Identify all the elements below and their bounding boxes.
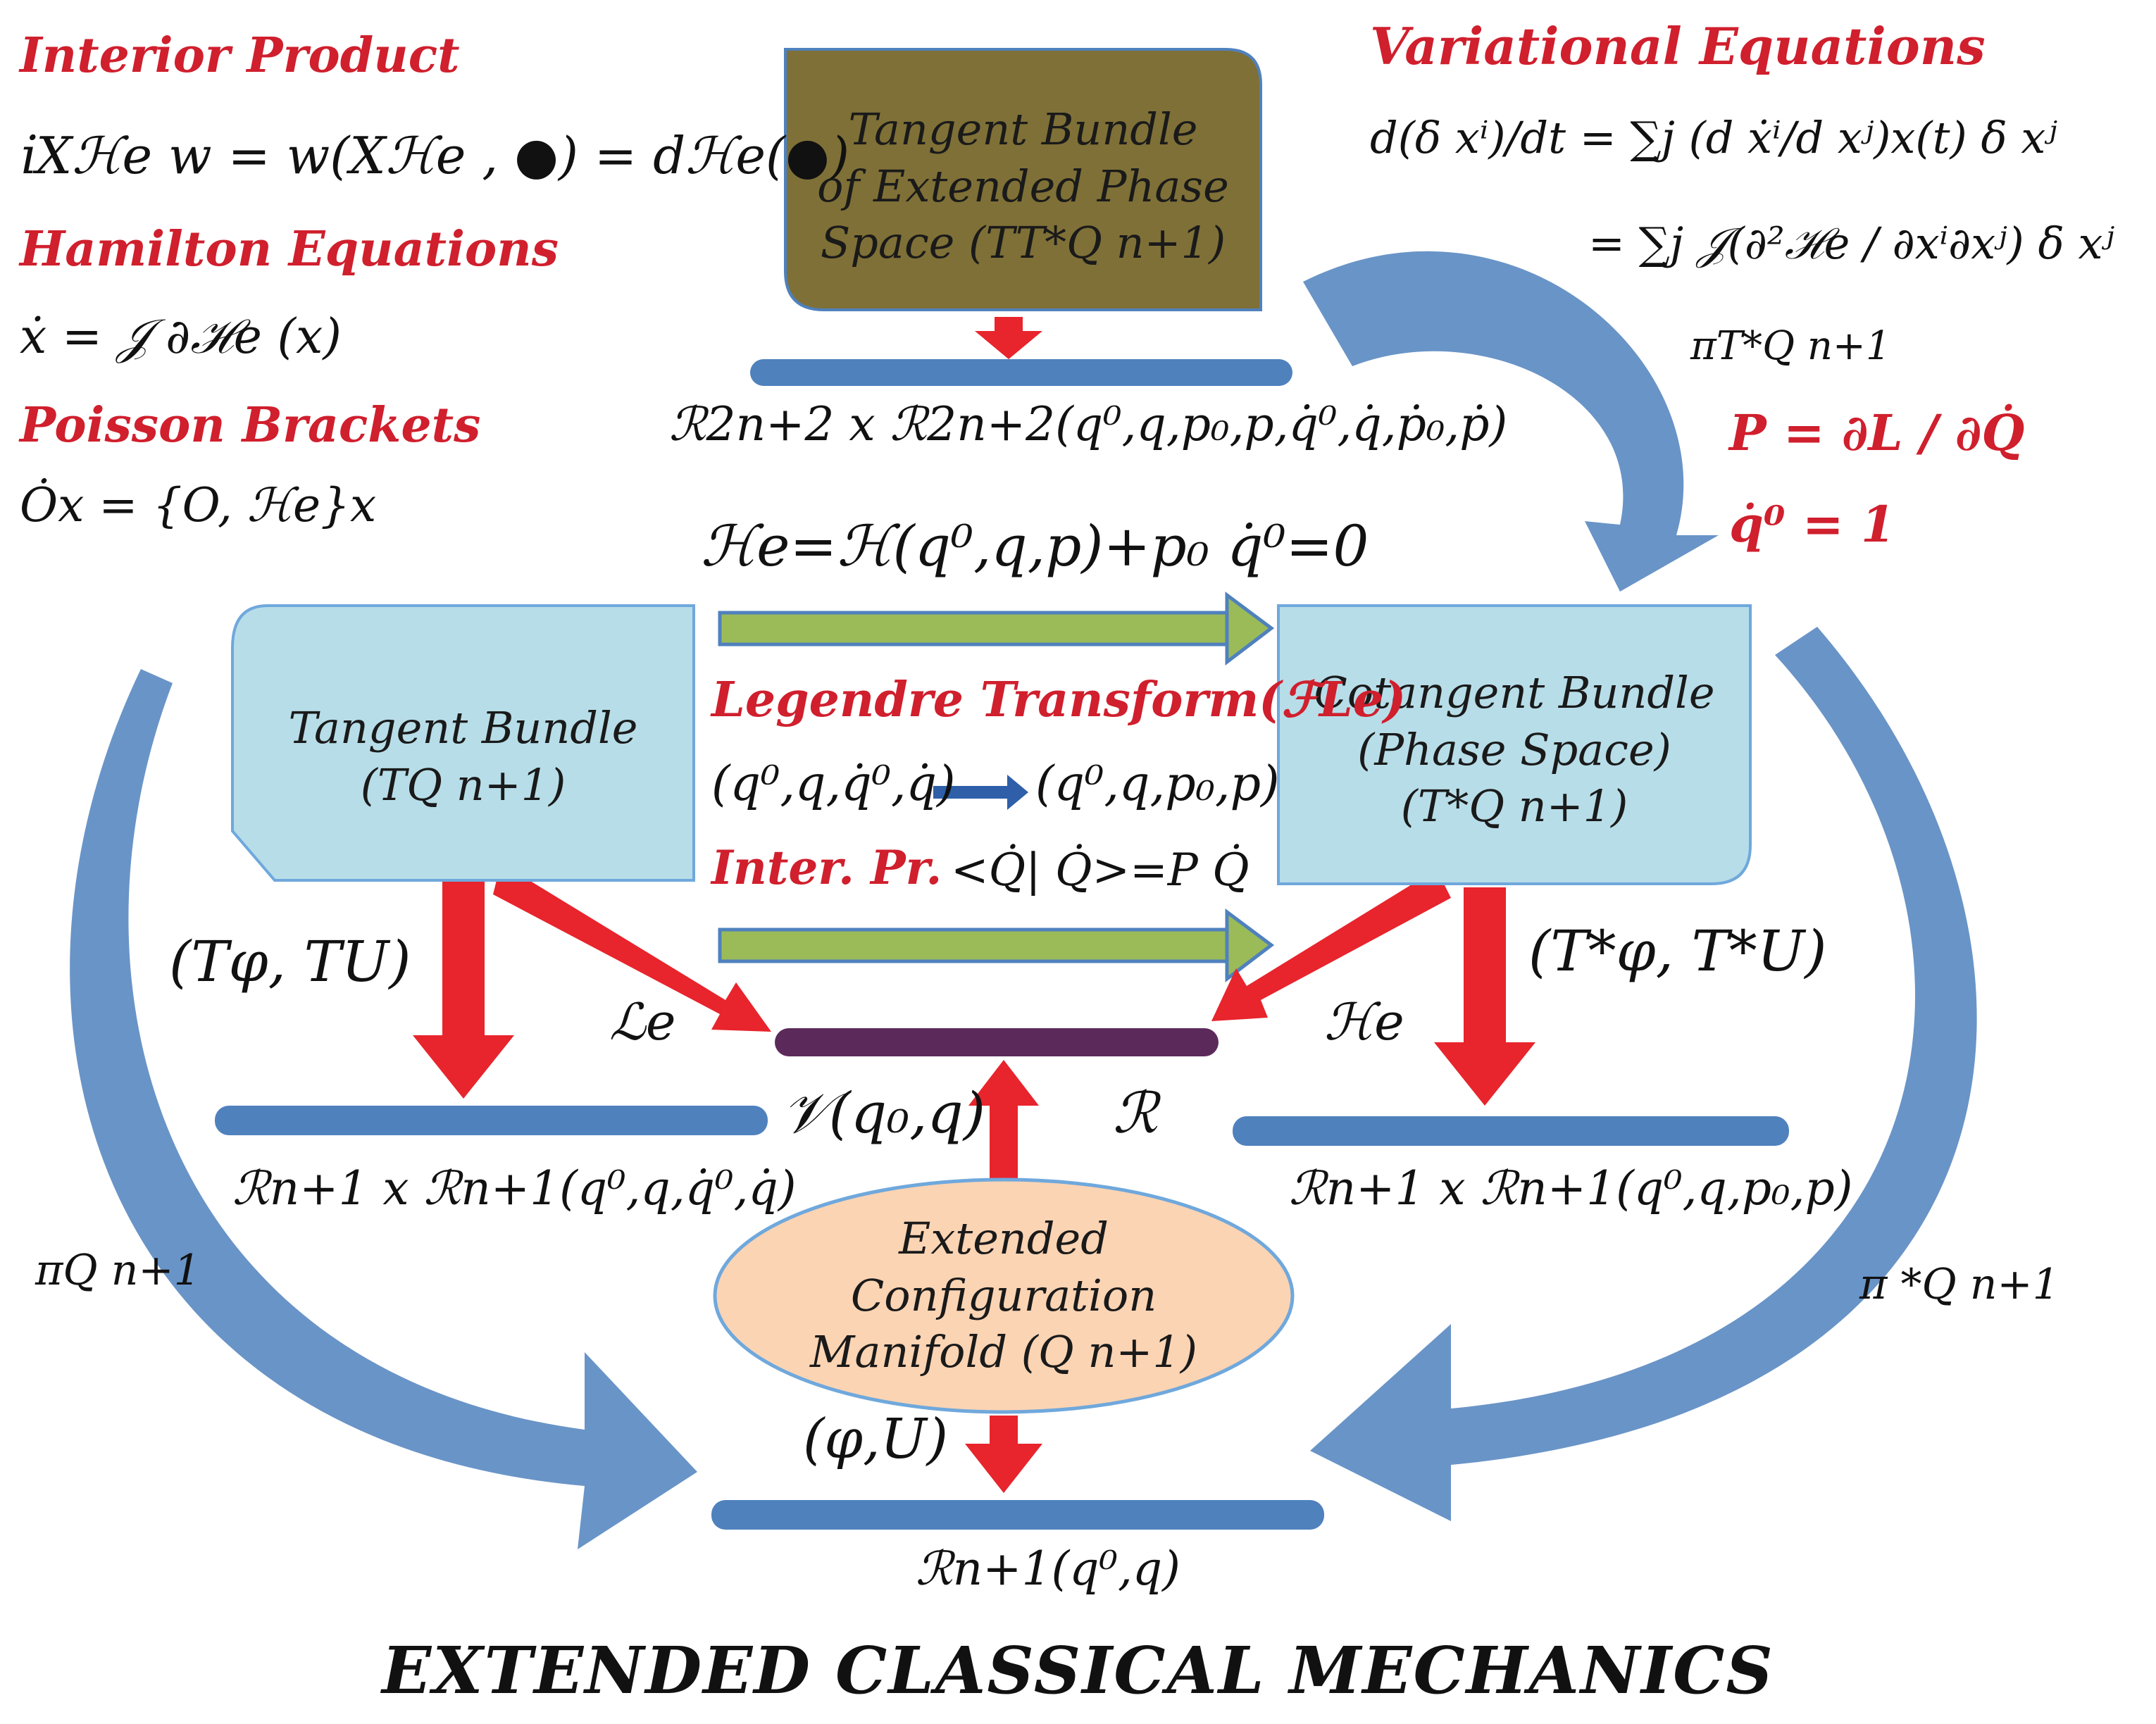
- purple-bar: [775, 1028, 1219, 1056]
- left-bar-space-label: ℛn+1 x ℛn+1(q⁰,q,q̇⁰,q̇): [232, 1161, 797, 1216]
- tangent-bundle-extended-line1: Tangent Bundle: [848, 104, 1198, 156]
- t-phi-label: (Tφ, TU): [169, 929, 411, 994]
- top-bar-space-label: ℛ2n+2 x ℛ2n+2(q⁰,q,p₀,p,q̇⁰,q̇,ṗ₀,ṗ): [669, 397, 1508, 451]
- cotangent-bundle-shape: [1277, 604, 1752, 885]
- poisson-equation: Ȯx = {O, ℋe}x: [20, 478, 377, 532]
- legendre-left-coords: (q⁰,q,q̇⁰,q̇): [711, 756, 956, 812]
- extended-config-ellipse: [713, 1178, 1295, 1414]
- tangent-bundle-shape: [231, 604, 695, 882]
- extended-configuration-box: Extended Configuration Manifold (Q n+1): [715, 1187, 1292, 1405]
- tangent-bundle-extended-line3: Space (TT*Q n+1): [820, 217, 1226, 269]
- cotangent-bundle-line2: (Phase Space): [1357, 723, 1671, 775]
- p-equation: P = ∂L / ∂Q̇: [1729, 404, 2025, 462]
- curved-arrow-right: [1310, 627, 1977, 1521]
- pi-q-label: πQ n+1: [35, 1246, 201, 1295]
- top-blue-bar: [750, 359, 1292, 386]
- left-blue-bar: [215, 1106, 768, 1135]
- curved-arrow-left: [70, 669, 697, 1549]
- red-arrow-up: [968, 1060, 1039, 1190]
- olive-box-shape: [784, 48, 1262, 311]
- tangent-bundle-extended-line2: of Extended Phase: [817, 160, 1229, 212]
- bottom-blue-bar: [711, 1500, 1324, 1530]
- cotangent-bundle-line3: (T*Q n+1): [1400, 780, 1628, 832]
- right-blue-bar: [1233, 1116, 1789, 1146]
- hamilton-equations-title: Hamilton Equations: [20, 221, 559, 277]
- red-arrow-bottom: [965, 1416, 1042, 1493]
- interior-product-title: Interior Product: [20, 27, 460, 84]
- legendre-right-coords: (q⁰,q,p₀,p): [1035, 756, 1280, 812]
- tangent-bundle-line2: (TQ n+1): [360, 759, 566, 811]
- variational-equation-line2: = ∑j 𝒥(∂²ℋe / ∂xⁱ∂xʲ) δ xʲ: [1588, 218, 2114, 269]
- phi-u-label: (φ,U): [803, 1408, 949, 1471]
- red-arrow-diag-left: [493, 873, 771, 1032]
- poisson-brackets-title: Poisson Brackets: [20, 397, 481, 454]
- inter-pr-equation: <Q̇| Q̇>=P Q̇: [951, 844, 1250, 897]
- bottom-bar-space-label: ℛn+1(q⁰,q): [916, 1542, 1180, 1596]
- legendre-transform-title: Legendre Transform(ℱLe): [711, 672, 1407, 728]
- main-title: EXTENDED CLASSICAL MECHANICS: [382, 1632, 1774, 1709]
- variational-equation-line1: d(δ xⁱ)/dt = ∑j (d ẋⁱ/d xʲ)x(t) δ xʲ: [1370, 112, 2057, 163]
- extended-configuration-line2: Configuration: [850, 1269, 1157, 1321]
- curved-arrow-top-right: [1303, 251, 1719, 592]
- he-sub-label: ℋe: [1324, 992, 1404, 1051]
- pi-star-q-label: π *Q n+1: [1859, 1260, 2060, 1309]
- legendre-blue-arrow: [933, 775, 1028, 810]
- green-arrow-bottom: [718, 908, 1275, 983]
- tangent-bundle-extended-box: Tangent Bundle of Extended Phase Space (…: [785, 67, 1261, 306]
- red-arrow-right-down: [1434, 887, 1535, 1106]
- extended-configuration-line1: Extended: [899, 1213, 1109, 1265]
- tangent-bundle-line1: Tangent Bundle: [288, 702, 638, 754]
- cotangent-bundle-line1: Cotangent Bundle: [1314, 667, 1715, 719]
- tstar-phi-label: (T*φ, T*U): [1528, 918, 1827, 984]
- he-equation: ℋe=ℋ(q⁰,q,p)+p₀ q̇⁰=0: [701, 513, 1369, 579]
- pi-tstar-label: πT*Q n+1: [1690, 323, 1891, 369]
- variational-equations-title: Variational Equations: [1370, 16, 1986, 76]
- cotangent-bundle-box: Cotangent Bundle (Phase Space) (T*Q n+1): [1278, 616, 1750, 884]
- extended-configuration-line3: Manifold (Q n+1): [810, 1326, 1197, 1378]
- le-label: ℒe: [609, 992, 676, 1051]
- interior-product-equation: i̇Xℋe w = w(Xℋe , ●) = dℋe(●): [20, 126, 849, 185]
- inter-pr-title: Inter. Pr.: [711, 840, 942, 895]
- red-arrow-top: [975, 317, 1042, 359]
- q0dot-equation: q̇⁰ = 1: [1729, 495, 1895, 554]
- green-arrow-top: [718, 592, 1275, 666]
- hamilton-equation: ẋ = 𝒥 ∂ℋe (x): [20, 309, 342, 365]
- r-label: ℛ: [1113, 1080, 1158, 1146]
- right-bar-space-label: ℛn+1 x ℛn+1(q⁰,q,p₀,p): [1289, 1161, 1853, 1216]
- red-arrow-diag-right: [1211, 877, 1451, 1021]
- v-q0q-label: 𝒱(q₀,q): [782, 1080, 985, 1146]
- red-arrow-left-down: [413, 880, 514, 1099]
- tangent-bundle-box: Tangent Bundle (TQ n+1): [232, 634, 694, 880]
